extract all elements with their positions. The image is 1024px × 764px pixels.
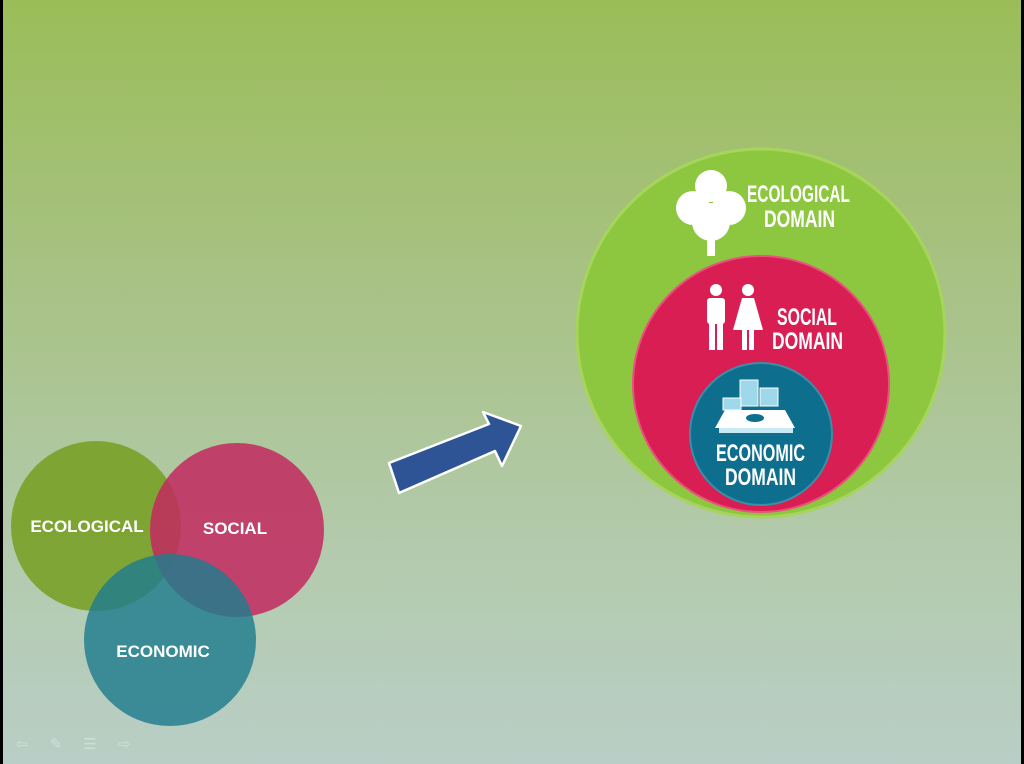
pen-icon[interactable]: ✎	[49, 735, 63, 753]
prev-arrow-icon[interactable]: ⇦	[15, 735, 29, 753]
venn-label-ecological: ECOLOGICAL	[30, 517, 143, 536]
social-domain-label-line2: DOMAIN	[772, 328, 843, 355]
economic-domain-label-line2: DOMAIN	[725, 464, 796, 491]
social-domain-label-line1: SOCIAL	[777, 304, 837, 331]
venn-circle-economic	[84, 554, 256, 726]
venn-label-economic: ECONOMIC	[116, 642, 210, 661]
ecological-domain-label-line1: ECOLOGICAL	[747, 181, 850, 208]
venn-label-social: SOCIAL	[203, 519, 267, 538]
slideshow-controls: ⇦ ✎ ☰ ⇨	[11, 736, 135, 752]
next-arrow-icon[interactable]: ⇨	[117, 735, 131, 753]
sustainability-diagram: ECOLOGICAL SOCIAL ECONOMIC ECOLOGICAL DO…	[11, 147, 947, 726]
arrow-icon	[387, 410, 523, 495]
ecological-domain-label-line2: DOMAIN	[764, 206, 835, 233]
economic-domain-label-line1: ECONOMIC	[716, 440, 805, 467]
menu-icon[interactable]: ☰	[83, 735, 97, 753]
people-icon	[707, 284, 763, 350]
nested-domains: ECOLOGICAL DOMAIN SOCIAL DOMAIN	[575, 147, 947, 519]
slide: ECOLOGICAL SOCIAL ECONOMIC ECOLOGICAL DO…	[3, 0, 1021, 764]
venn-diagram: ECOLOGICAL SOCIAL ECONOMIC	[11, 441, 324, 726]
money-icon	[715, 379, 795, 433]
tree-icon	[676, 170, 746, 256]
